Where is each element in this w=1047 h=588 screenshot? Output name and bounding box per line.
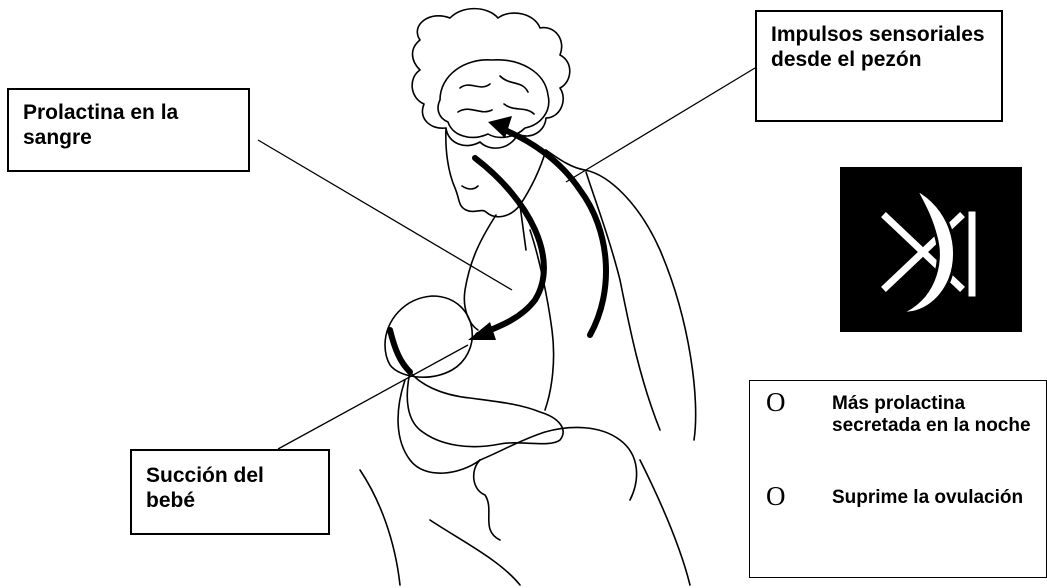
label-text: Succión del bebé bbox=[146, 464, 264, 512]
leader-line-suction bbox=[278, 345, 468, 449]
label-text: Prolactina en la sangre bbox=[23, 101, 178, 149]
effect-text: Suprime la ovulación bbox=[832, 487, 1042, 509]
mother-hair bbox=[412, 9, 570, 148]
moon-icon bbox=[840, 167, 1022, 332]
label-text: Impulsos sensoriales desde el pezón bbox=[771, 23, 985, 71]
effects-box: O Más prolactina secretada en la noche O… bbox=[749, 380, 1047, 578]
baby-head bbox=[385, 296, 472, 377]
label-baby-suction: Succión del bebé bbox=[130, 449, 330, 535]
prolactin-arrow bbox=[475, 158, 544, 335]
bullet-icon: O bbox=[766, 387, 786, 417]
baby-blanket bbox=[407, 372, 563, 447]
leader-line-prolactin bbox=[258, 140, 512, 290]
leader-line-impulses bbox=[566, 68, 755, 182]
impulse-arrow bbox=[500, 128, 606, 335]
bullet-icon: O bbox=[766, 481, 786, 511]
label-sensory-impulses: Impulsos sensoriales desde el pezón bbox=[755, 10, 1003, 122]
label-prolactin-in-blood: Prolactina en la sangre bbox=[7, 88, 250, 172]
effect-text: Más prolactina secretada en la noche bbox=[832, 393, 1042, 437]
